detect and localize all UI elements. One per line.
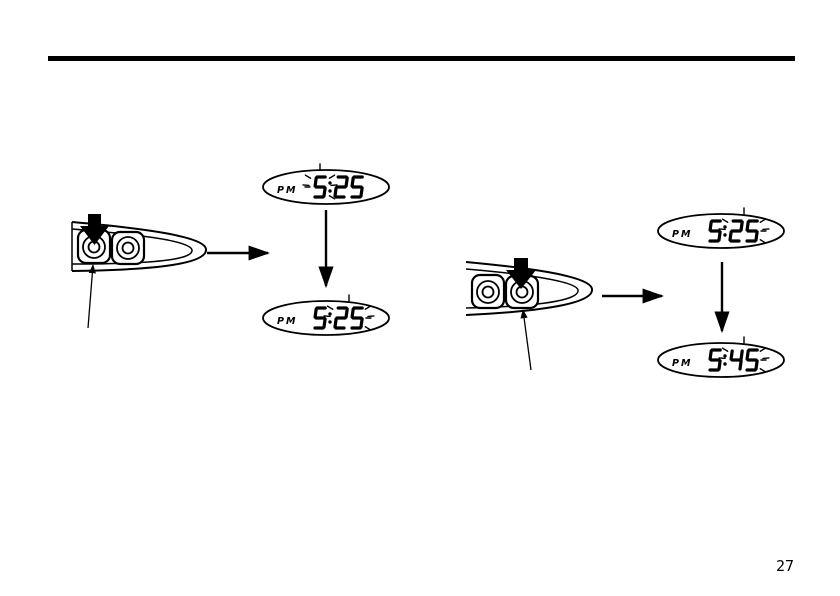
colon-dot (723, 233, 726, 236)
digit-segment (335, 319, 336, 327)
pointer-line-left (88, 265, 93, 328)
colon-dot (328, 181, 331, 184)
set-button[interactable] (112, 232, 144, 264)
header-rule (48, 56, 795, 61)
colon-dot (723, 362, 726, 365)
digit-segment (352, 178, 353, 186)
colon-dot (723, 225, 726, 228)
digit-segment (346, 178, 347, 186)
period-label: PM (672, 358, 692, 369)
control-panel-icon-right (466, 258, 592, 370)
digit-segment (324, 188, 325, 196)
digit-segment (741, 222, 742, 230)
blink-indicator (719, 358, 725, 359)
digit-segment (740, 361, 741, 369)
digit-segment (719, 361, 720, 369)
digit-segment (324, 319, 325, 327)
period-label: PM (277, 316, 297, 327)
digit-segment (756, 361, 757, 369)
lcd-display-minute-advanced: PM (658, 337, 784, 377)
digit-segment (352, 309, 353, 317)
colon-dot (328, 312, 331, 315)
lcd-display-minute-blink: PM (658, 208, 784, 248)
digit-segment (710, 222, 711, 230)
colon-dot (328, 189, 331, 192)
digit-segment (346, 309, 347, 317)
page-number: 27 (776, 557, 794, 575)
lcd-display-minute-blink: PM (263, 295, 389, 335)
digit-segment (361, 188, 362, 196)
digit-segment (730, 232, 731, 240)
colon-dot (328, 320, 331, 323)
period-label: PM (277, 185, 297, 196)
digit-segment (747, 222, 748, 230)
mode-button[interactable] (472, 275, 504, 308)
digit-segment (361, 319, 362, 327)
colon-dot (723, 354, 726, 357)
digit-segment (741, 351, 742, 359)
digit-segment (719, 232, 720, 240)
period-label: PM (672, 229, 692, 240)
blink-indicator (763, 229, 769, 230)
blink-indicator (324, 316, 330, 317)
pointer-line-right (523, 310, 531, 370)
control-panel-icon-left (72, 214, 206, 328)
digit-segment (315, 309, 316, 317)
digit-segment (335, 188, 336, 196)
blink-indicator (763, 358, 769, 359)
digit-segment (747, 351, 748, 359)
lcd-display-hour-blink: PM (263, 164, 389, 204)
blink-indicator (303, 185, 309, 186)
blink-indicator (368, 316, 374, 317)
blink-indicator (331, 185, 337, 186)
digit-segment (710, 351, 711, 359)
blink-indicator (719, 229, 725, 230)
digit-segment (756, 232, 757, 240)
digit-segment (315, 178, 316, 186)
digit-segment (731, 351, 732, 359)
